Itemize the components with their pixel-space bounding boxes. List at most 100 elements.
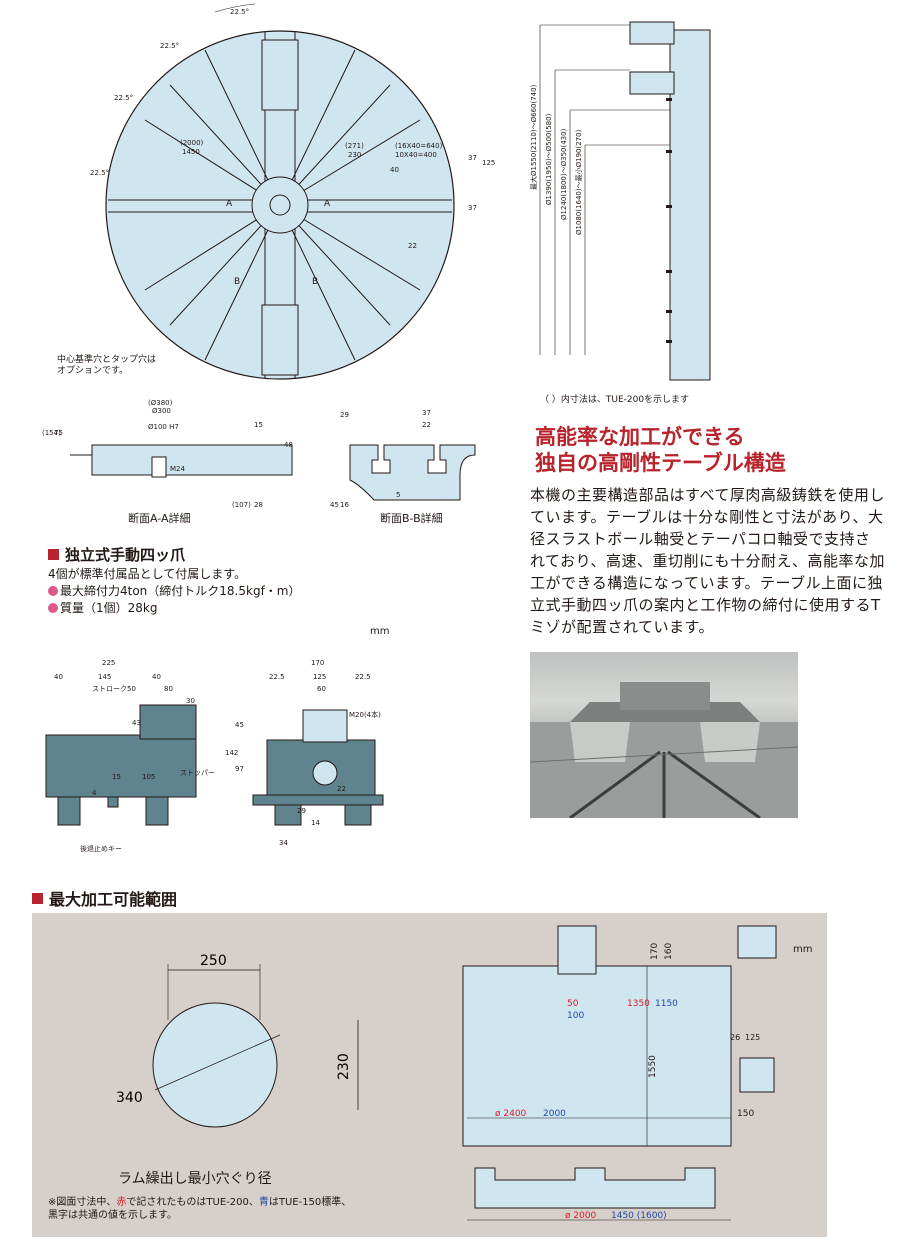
dim-label: ストッパー [180,769,215,777]
dim-26: 26 [730,1033,740,1042]
dim-label: (107) [232,501,251,509]
dim-1450: 1450 [182,148,200,156]
dim-phi2400: ø 2400 [495,1109,527,1119]
dim-125: 125 [482,159,495,167]
dim-label: 97 [235,765,244,773]
section-bb-caption: 断面B-B詳細 [380,512,443,525]
section-aa-drawing: (Ø380) Ø300 Ø100 H7 (154) 75 15 48 M24 (… [42,399,293,509]
dim-150: 150 [737,1109,754,1119]
dim-label: 14 [311,819,320,827]
dim-label: 145 [98,673,111,681]
jaw-front-drawing: 170 22.5 125 22.5 60 45 M20(4本) 142 97 2… [225,659,384,847]
section-aa-caption: 断面A-A詳細 [128,512,191,525]
dim-label: 48 [284,441,293,449]
dim-label: 225 [102,659,115,667]
dim-1350: 1350 [627,999,650,1009]
dim-label: 30 [186,697,195,705]
dim-label: 60 [317,685,326,693]
ram-bore-diagram: 250 230 340 [116,953,359,1128]
dim-label: 29 [340,411,349,419]
dim-label: 15 [112,773,121,781]
dim-label: 80 [164,685,173,693]
dim-label: Ø300 [152,407,171,415]
center-hole-note: 中心基準穴とタップ穴は オプションです。 [57,355,157,376]
dim-label: 15 [254,421,263,429]
height-dim: Ø1240(1800)〜Ø350(430) [560,128,568,220]
dim-label: (Ø380) [148,399,173,407]
dim-label: 22.5 [355,673,371,681]
dim-label: 75 [54,429,63,437]
height-drawing: 最大Ø1550(2110)〜Ø660(740) Ø1390(1950)〜Ø500… [529,21,711,381]
angle-label: 22.5° [160,42,179,50]
dim-label: 125 [313,673,326,681]
jaw-section-title: 独立式手動四ッ爪 [48,544,185,565]
height-dim: 最大Ø1550(2110)〜Ø660(740) [529,84,538,190]
dim-170: 170 [650,943,660,960]
ram-bore-caption: ラム繰出し最小穴ぐり径 [118,1171,272,1187]
jaw-side-drawing: 225 40 145 40 ストローク50 80 30 43 15 105 4 … [45,659,215,853]
dim-label: 170 [311,659,324,667]
dim-label: 4 [92,789,97,797]
section-a-marker: A [324,199,331,209]
dim-label: 105 [142,773,155,781]
dim-37b: 37 [468,204,477,212]
dim-2000: (2000) [180,139,204,147]
bullet-icon [48,603,58,613]
dim-230: 230 [348,151,361,159]
dim-22: 22 [408,242,417,250]
product-photo [530,652,798,818]
dim-label: 22 [422,421,431,429]
dim-label: 29 [297,807,306,815]
angle-label: 22.5° [114,94,133,102]
dim-label: 28 [254,501,263,509]
feature-body: 本機の主要構造部品はすべて厚肉高級鋳鉄を使用しています。テーブルは十分な剛性と寸… [530,486,886,636]
dim-340: 340 [116,1090,143,1106]
dim-label: 22 [337,785,346,793]
dim-37a: 37 [468,154,477,162]
dim-label: M20(4本) [349,710,381,719]
dim-label: 40 [54,673,63,681]
feature-headline: 高能率な加工ができる 独自の高剛性テーブル構造 [535,425,786,475]
angle-label: 22.5° [230,8,249,16]
dim-slot-pitch: (16X40=640) [395,142,443,150]
height-note: （ ）内寸法は、TUE-200を示します [540,395,690,405]
section-a-marker: A [226,199,233,209]
dim-50: 50 [567,999,579,1009]
dim-40: 40 [390,166,399,174]
dim-1450: 1450 (1600) [611,1211,667,1221]
bullet-icon [48,586,58,596]
dim-1550: 1550 [648,1055,658,1078]
dim-label: 37 [422,409,431,417]
height-dim: Ø1080(1640)〜最小Ø190(270) [574,129,583,235]
dim-label: 5 [396,491,400,499]
dim-label: ストローク50 [92,685,136,693]
dim-phi2000: ø 2000 [565,1211,597,1221]
jaw-specs: 4個が標準付属品として付属します。 最大締付力4ton（締付トルク18.5kgf… [48,567,301,615]
dim-230: 230 [336,1053,352,1080]
dim-271: (271) [345,142,364,150]
height-dim: Ø1390(1950)〜Ø500(580) [545,113,553,205]
range-unit: mm [793,944,813,955]
section-bb-drawing: 29 37 22 45 16 5 [330,409,476,509]
dim-1150: 1150 [655,999,678,1009]
dim-250: 250 [200,953,227,969]
dim-label: 43 [132,719,141,727]
red-square-icon [32,892,43,904]
dim-label: 後退止めキー [80,844,122,853]
jaw-unit: mm [370,626,390,637]
range-section-title: 最大加工可能範囲 [32,886,177,910]
dim-slot-pitch2: 10X40=400 [395,151,437,159]
red-square-icon [48,549,59,560]
dim-label: 40 [152,673,161,681]
dim-label: 16 [340,501,349,509]
max-range-diagram: 170 160 50 100 1350 1150 26 125 1550 ø 2… [462,925,777,1221]
dim-label: Ø100 H7 [148,423,179,431]
dim-2000: 2000 [543,1109,566,1119]
dim-label: M24 [170,465,185,473]
section-b-marker: B [234,277,240,287]
dim-100: 100 [567,1011,584,1021]
section-b-marker: B [312,277,318,287]
table-plan-drawing: 22.5° 22.5° 22.5° 22.5° (271) 230 (16X40… [90,3,495,380]
angle-label: 22.5° [90,169,109,177]
dim-label: 45 [235,721,244,729]
